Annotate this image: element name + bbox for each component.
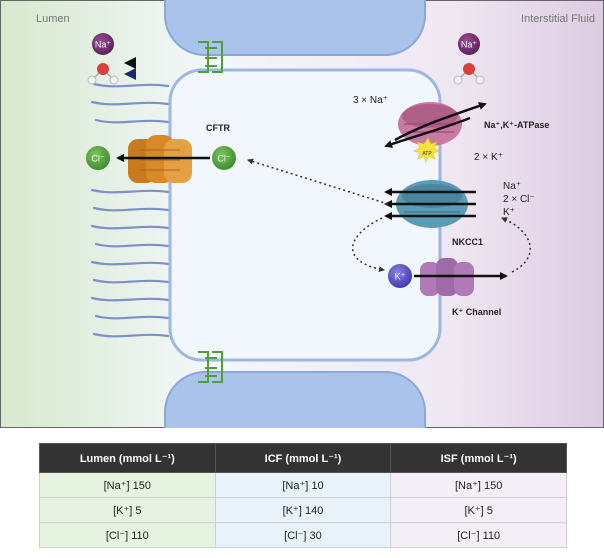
table-cell: [K⁺] 5	[39, 497, 216, 523]
table-cell: [Cl⁻] 110	[39, 522, 216, 548]
cl-ion-lumen: Cl⁻	[86, 146, 110, 170]
k-ion: K⁺	[388, 264, 412, 288]
nkcc1-k-label: K⁺	[503, 207, 515, 218]
paracellular-na-flux	[124, 57, 470, 80]
tight-junction-bottom	[198, 351, 223, 383]
interstitial-fluid-label: Interstitial Fluid	[521, 13, 595, 25]
header-lumen: Lumen (mmol L⁻¹)	[39, 443, 216, 473]
svg-text:Cl⁻: Cl⁻	[91, 154, 104, 164]
table-cell: [Na⁺] 150	[39, 472, 216, 498]
table-header-row: Lumen (mmol L⁻¹) ICF (mmol L⁻¹) ISF (mmo…	[39, 443, 567, 473]
header-isf: ISF (mmol L⁻¹)	[390, 443, 567, 473]
table-cell: [Na⁺] 10	[214, 472, 392, 498]
atpase-out-label: 2 × K⁺	[474, 152, 503, 163]
table-row: [K⁺] 5 [K⁺] 140 [K⁺] 5	[39, 497, 567, 523]
na-ion-isf: Na⁺	[458, 33, 480, 55]
water-molecule-lumen	[87, 63, 119, 85]
na-ion-lumen: Na⁺	[92, 33, 114, 55]
cl-ion-cell: Cl⁻	[212, 146, 236, 170]
svg-text:ATP: ATP	[422, 151, 432, 157]
nkcc1-cl-label: 2 × Cl⁻	[503, 194, 535, 205]
atpase-label: Na⁺,K⁺-ATPase	[484, 120, 549, 130]
table-cell: [Na⁺] 150	[390, 472, 567, 498]
svg-text:Na⁺: Na⁺	[95, 40, 112, 50]
upper-neighbor-cell	[164, 0, 426, 56]
table-cell: [K⁺] 5	[390, 497, 567, 523]
water-molecule-isf	[453, 63, 485, 85]
header-icf: ICF (mmol L⁻¹)	[214, 443, 392, 473]
secretion-diagram: Lumen Interstitial Fluid Na⁺ Na⁺ CFT	[0, 0, 604, 428]
svg-text:Na⁺: Na⁺	[461, 40, 478, 50]
tight-junction-top	[198, 41, 223, 73]
atpase-in-label: 3 × Na⁺	[353, 95, 388, 106]
concentration-table: Lumen (mmol L⁻¹) ICF (mmol L⁻¹) ISF (mmo…	[39, 443, 567, 548]
microvilli	[90, 82, 170, 338]
lower-neighbor-cell	[164, 371, 426, 428]
nkcc1-na-label: Na⁺	[503, 181, 521, 192]
table-cell: [K⁺] 140	[214, 497, 392, 523]
lumen-label: Lumen	[36, 13, 70, 25]
k-channel-label: K⁺ Channel	[452, 307, 501, 317]
table-row: [Cl⁻] 110 [Cl⁻] 30 [Cl⁻] 110	[39, 522, 567, 548]
atp-burst: ATP	[413, 137, 441, 163]
nkcc1-label: NKCC1	[452, 237, 483, 247]
atpase-k-in-arrow	[394, 102, 487, 142]
svg-text:K⁺: K⁺	[395, 272, 406, 282]
atpase-na-out-arrow	[384, 116, 471, 148]
cftr-label: CFTR	[206, 123, 230, 133]
table-cell: [Cl⁻] 30	[214, 522, 392, 548]
table-row: [Na⁺] 150 [Na⁺] 10 [Na⁺] 150	[39, 472, 567, 498]
svg-text:Cl⁻: Cl⁻	[217, 154, 230, 164]
table-cell: [Cl⁻] 110	[390, 522, 567, 548]
k-recycle-right-arrow	[501, 217, 531, 273]
cftr-channel	[128, 135, 192, 183]
